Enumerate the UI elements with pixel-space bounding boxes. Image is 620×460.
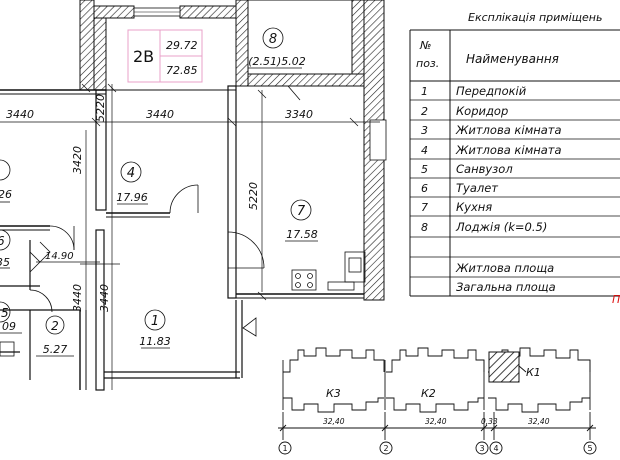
key-plan-section-k1: К1 [526, 366, 541, 379]
kitchen-fixtures [291, 251, 366, 291]
apartment-total-area: 72.85 [166, 64, 198, 77]
explication-red-letter: П [612, 293, 620, 306]
room-4-number: 4 [127, 166, 135, 181]
apartment-living-area: 29.72 [166, 39, 198, 52]
explication-row-8-name: Лоджія (k=0.5) [455, 220, 547, 234]
explication-row-7-num: 7 [421, 201, 428, 214]
room-5-area: 09 [2, 320, 16, 333]
key-plan-axis-2: 2 [383, 444, 388, 453]
key-plan-labels: К3 К2 К1 32,40 32,40 0,33 32,40 1 2 3 4 … [282, 366, 592, 453]
room-1-area: 11.83 [139, 335, 171, 348]
dim-5220-right: 5220 [247, 182, 260, 210]
key-plan-axis-4: 4 [493, 444, 498, 453]
room-5-number: 5 [1, 306, 9, 320]
explication-row-2-num: 2 [421, 105, 428, 118]
explication-row-7-name: Кухня [456, 200, 492, 214]
explication-row-2-name: Коридор [456, 104, 508, 118]
dim-5220-top: 5220 [94, 94, 107, 122]
dim-3440-mid: 3440 [146, 108, 174, 121]
explication-row-1-name: Передпокій [456, 84, 527, 98]
key-plan-dim-3: 0,33 [481, 417, 498, 426]
key-plan-dim-2: 32,40 [425, 417, 447, 426]
explication-row-3-name: Житлова кімната [455, 123, 562, 137]
key-plan-axis-5: 5 [587, 444, 592, 453]
dimension-lines [0, 83, 380, 390]
explication-col-num-1: № [419, 39, 431, 52]
room-8-area: (2.51)5.02 [248, 55, 306, 68]
room-8-number: 8 [269, 32, 277, 47]
explication-row-6-name: Туалет [456, 181, 498, 195]
explication-row-8-num: 8 [421, 221, 428, 234]
room-6-number: 6 [0, 234, 5, 248]
dim-3440-vertical-left: 3440 [71, 284, 84, 312]
apartment-label: 2В 29.72 72.85 [127, 29, 203, 83]
explication-title: Експлікація приміщень [468, 11, 602, 24]
explication-row-3-num: 3 [421, 124, 428, 137]
dim-3440-left: 3440 [6, 108, 34, 121]
key-plan-axis-1: 1 [282, 444, 287, 453]
explication-row-5-num: 5 [421, 163, 428, 176]
plan-walls [0, 0, 387, 391]
room-2-area: 5.27 [43, 343, 68, 356]
explication-row-6-num: 6 [421, 182, 428, 195]
room-7-area: 17.58 [286, 228, 318, 241]
room-6-area: 35 [0, 256, 10, 269]
dim-3440-vertical-mid: 3440 [98, 284, 111, 312]
key-plan-axis-3: 3 [479, 444, 484, 453]
explication-row-4-name: Житлова кімната [455, 143, 562, 157]
dimension-texts: 3440 3440 3340 5220 3420 5220 3440 3440 … [6, 94, 313, 312]
explication-row-total-name: Загальна площа [456, 280, 556, 294]
explication-col-num-2: поз. [416, 57, 439, 70]
room-7-number: 7 [297, 204, 306, 219]
key-plan-section-k2: К2 [421, 387, 436, 400]
explication-row-1-num: 1 [421, 85, 428, 98]
key-plan-dim-1: 32,40 [323, 417, 345, 426]
room-labels: 4 17.96 7 17.58 8 (2.51)5.02 1 11.83 2 5… [0, 32, 318, 356]
explication-col-name: Найменування [466, 52, 559, 66]
key-plan-section-k3: К3 [326, 387, 341, 400]
dim-14-90: 14.90 [45, 251, 74, 262]
explication-row-5-name: Санвузол [456, 162, 513, 176]
explication-row-4-num: 4 [421, 144, 428, 157]
room-markers [0, 27, 318, 357]
dim-3340: 3340 [285, 108, 313, 121]
apartment-type: 2В [133, 47, 154, 66]
explication-row-living-name: Житлова площа [455, 261, 554, 275]
key-plan-dim-4: 32,40 [528, 417, 550, 426]
room-4-area: 17.96 [116, 191, 148, 204]
room-1-number: 1 [151, 314, 159, 329]
door-swings [29, 85, 301, 337]
explication-table: Експлікація приміщень № поз. Найменуванн… [409, 11, 620, 306]
key-plan [278, 347, 597, 455]
dim-3420: 3420 [71, 146, 84, 174]
room-left-area: 26 [0, 188, 12, 201]
room-2-number: 2 [51, 319, 59, 333]
